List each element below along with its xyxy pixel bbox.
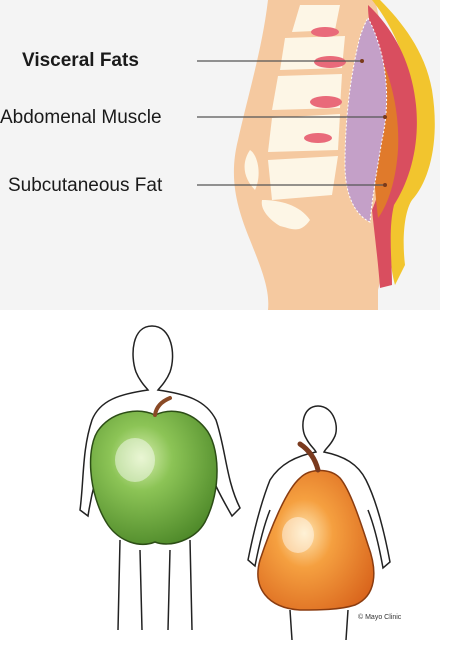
visceral-fat-layer (344, 16, 388, 223)
intervertebral-discs (304, 27, 346, 143)
abdominal-cross-section-illustration (197, 0, 435, 310)
visceral-fat-label: Visceral Fats (22, 50, 139, 71)
pointer-lines (197, 60, 385, 186)
copyright-credit: © Mayo Clinic (358, 614, 402, 621)
pear-highlight (282, 517, 314, 553)
skin-edge-layer (372, 0, 435, 285)
abdominal-muscle-label: Abdomenal Muscle (0, 107, 162, 128)
apple-shaped-figure (79, 325, 241, 631)
apple-highlight (115, 438, 155, 482)
apple-stem (153, 396, 172, 417)
pear-shaped-figure (247, 405, 391, 641)
pear-stem (297, 441, 321, 473)
abdominal-cross-section-panel: Visceral Fats Abdomenal Muscle Subcutane… (0, 0, 440, 310)
subcutaneous-fat-label: Subcutaneous Fat (8, 175, 163, 196)
pear-body (257, 469, 375, 611)
apple-pear-body-shapes-illustration (79, 325, 391, 641)
apple-body (89, 410, 218, 546)
pointer-dots (360, 59, 387, 187)
torso-silhouette (233, 0, 391, 310)
body-shape-panel: © Mayo Clinic (0, 310, 470, 654)
